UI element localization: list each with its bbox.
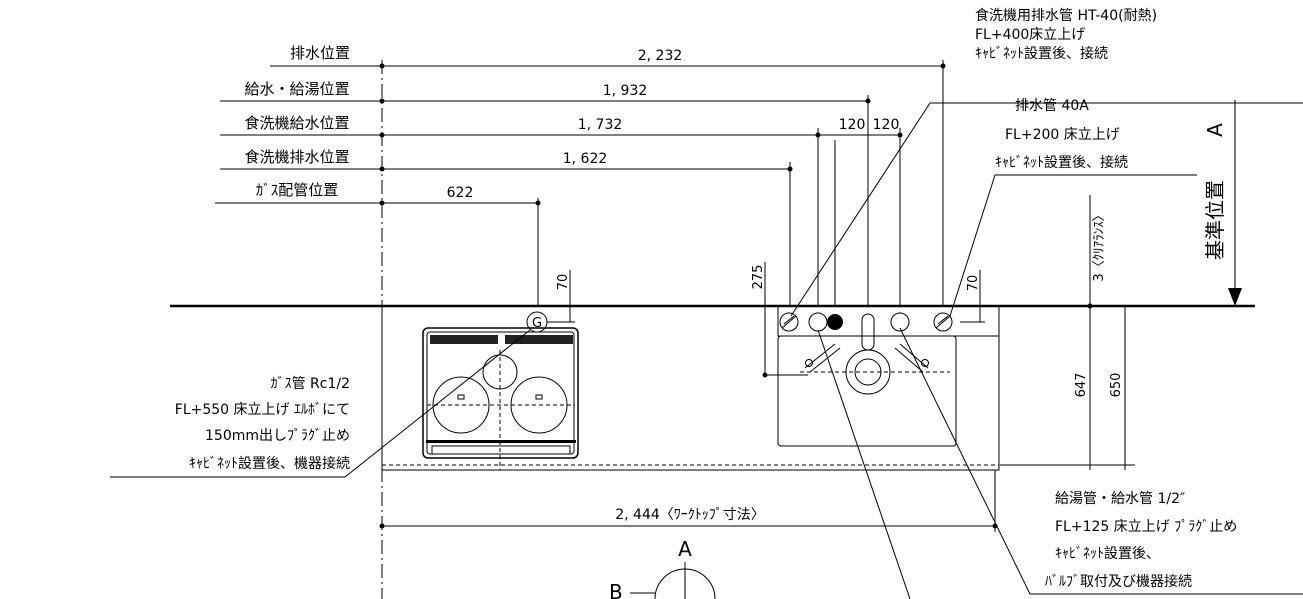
svg-text:ｷｬﾋﾞﾈｯﾄ設置後、機器接続: ｷｬﾋﾞﾈｯﾄ設置後、機器接続 xyxy=(189,455,350,472)
svg-text:ﾊﾞﾙﾌﾞ取付及び機器接続: ﾊﾞﾙﾌﾞ取付及び機器接続 xyxy=(1045,573,1192,590)
dim-647: 647 xyxy=(1074,373,1089,398)
svg-text:ｶﾞｽ管 Rc1/2: ｶﾞｽ管 Rc1/2 xyxy=(271,376,350,392)
row-label-water-supply: 給水・給湯位置 xyxy=(244,80,349,98)
small-dims: 70 275 70 3〈ｸﾘｱﾗﾝｽ〉 647 650 xyxy=(555,195,1135,470)
dim-70-drain: 70 xyxy=(966,275,981,292)
dim-worktop: 2, 444〈ﾜｰｸﾄｯﾌﾟ寸法〉 xyxy=(615,507,765,523)
svg-text:150mm出しﾌﾟﾗｸﾞ止め: 150mm出しﾌﾟﾗｸﾞ止め xyxy=(205,428,350,444)
section-marker: A B xyxy=(609,537,716,599)
svg-text:排水管 40A: 排水管 40A xyxy=(1015,98,1089,114)
svg-text:ｷｬﾋﾞﾈｯﾄ設置後、: ｷｬﾋﾞﾈｯﾄ設置後、 xyxy=(1055,546,1160,562)
dim-120-left: 120 xyxy=(839,117,866,133)
svg-text:ｷｬﾋﾞﾈｯﾄ設置後、接続: ｷｬﾋﾞﾈｯﾄ設置後、接続 xyxy=(995,154,1128,171)
row-labels: 排水位置 給水・給湯位置 食洗機給水位置 食洗機排水位置 ｶﾞｽ配管位置 xyxy=(215,44,382,204)
svg-text:FL+125 床立上げ ﾌﾟﾗｸﾞ止め: FL+125 床立上げ ﾌﾟﾗｸﾞ止め xyxy=(1055,519,1237,535)
row-label-dishwasher-supply: 食洗機給水位置 xyxy=(244,114,349,132)
row-label-gas: ｶﾞｽ配管位置 xyxy=(256,181,339,199)
dim-gas-value: 622 xyxy=(447,185,474,201)
row-label-drain: 排水位置 xyxy=(290,44,350,62)
note-dishwasher-drain: 食洗機用排水管 HT-40(耐熱) FL+400床立上げ ｷｬﾋﾞﾈｯﾄ設置後、… xyxy=(790,7,1303,317)
reference-label: 基準位置 xyxy=(1203,180,1227,260)
row-label-dishwasher-drain: 食洗機排水位置 xyxy=(244,148,349,166)
cooktop xyxy=(422,327,579,470)
svg-text:ｷｬﾋﾞﾈｯﾄ設置後、接続: ｷｬﾋﾞﾈｯﾄ設置後、接続 xyxy=(975,45,1108,62)
dim-275: 275 xyxy=(751,265,766,290)
svg-text:給湯管・給水管 1/2″: 給湯管・給水管 1/2″ xyxy=(1055,490,1185,507)
note-drain: 排水管 40A FL+200 床立上げ ｷｬﾋﾞﾈｯﾄ設置後、接続 xyxy=(949,98,1197,317)
worktop: 2, 444〈ﾜｰｸﾄｯﾌﾟ寸法〉 xyxy=(379,305,1000,532)
dim-dishwasher-drain-value: 1, 622 xyxy=(563,151,608,167)
svg-text:FL+400床立上げ: FL+400床立上げ xyxy=(975,27,1085,43)
dim-clearance: 3〈ｸﾘｱﾗﾝｽ〉 xyxy=(1092,208,1107,281)
gas-marker-label: G xyxy=(532,316,542,331)
section-letter-b: B xyxy=(609,580,623,599)
dim-dishwasher-supply-value: 1, 732 xyxy=(578,117,623,133)
svg-text:FL+550 床立上げ ｴﾙﾎﾞにて: FL+550 床立上げ ｴﾙﾎﾞにて xyxy=(175,402,350,418)
svg-text:食洗機用排水管 HT-40(耐熱): 食洗機用排水管 HT-40(耐熱) xyxy=(975,7,1157,24)
note-gas: ｶﾞｽ管 Rc1/2 FL+550 床立上げ ｴﾙﾎﾞにて 150mm出しﾌﾟﾗ… xyxy=(110,329,531,478)
dim-650: 650 xyxy=(1109,373,1124,398)
sink-area xyxy=(777,305,1000,447)
dim-water-value: 1, 932 xyxy=(603,83,648,99)
dim-drain-value: 2, 232 xyxy=(638,48,683,64)
dimension-lines: 2, 232 1, 932 1, 732 120 120 1, 622 622 xyxy=(379,48,946,599)
dim-120-right: 120 xyxy=(873,117,900,133)
section-letter-a: A xyxy=(678,537,692,561)
reference-letter: A xyxy=(1203,123,1227,137)
reference-mark: 基準位置 A xyxy=(1203,100,1242,306)
svg-text:FL+200 床立上げ: FL+200 床立上げ xyxy=(1005,127,1120,143)
note-water: 給湯管・給水管 1/2″ FL+125 床立上げ ﾌﾟﾗｸﾞ止め ｷｬﾋﾞﾈｯﾄ… xyxy=(817,327,1303,599)
dim-70-gas: 70 xyxy=(556,274,571,291)
